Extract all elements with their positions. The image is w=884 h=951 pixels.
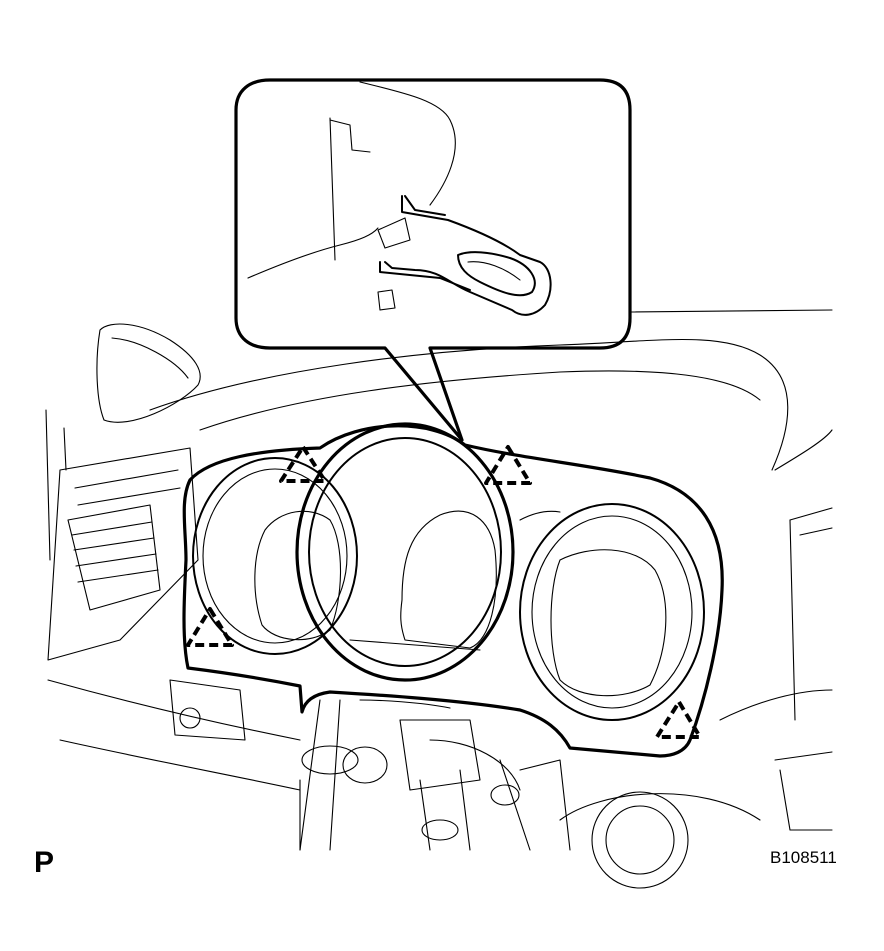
clip-detail-callout bbox=[234, 78, 632, 442]
dashed-triangle-icon bbox=[279, 445, 327, 483]
meter-panel bbox=[182, 422, 724, 758]
figure-code: B108511 bbox=[770, 848, 837, 867]
dashed-triangle-icon bbox=[655, 700, 702, 739]
view-label: P bbox=[34, 846, 55, 879]
dashboard-background bbox=[45, 309, 833, 889]
clip-markers bbox=[186, 445, 702, 739]
dashed-triangle-icon bbox=[186, 607, 234, 647]
dashed-triangle-icon bbox=[484, 445, 532, 485]
